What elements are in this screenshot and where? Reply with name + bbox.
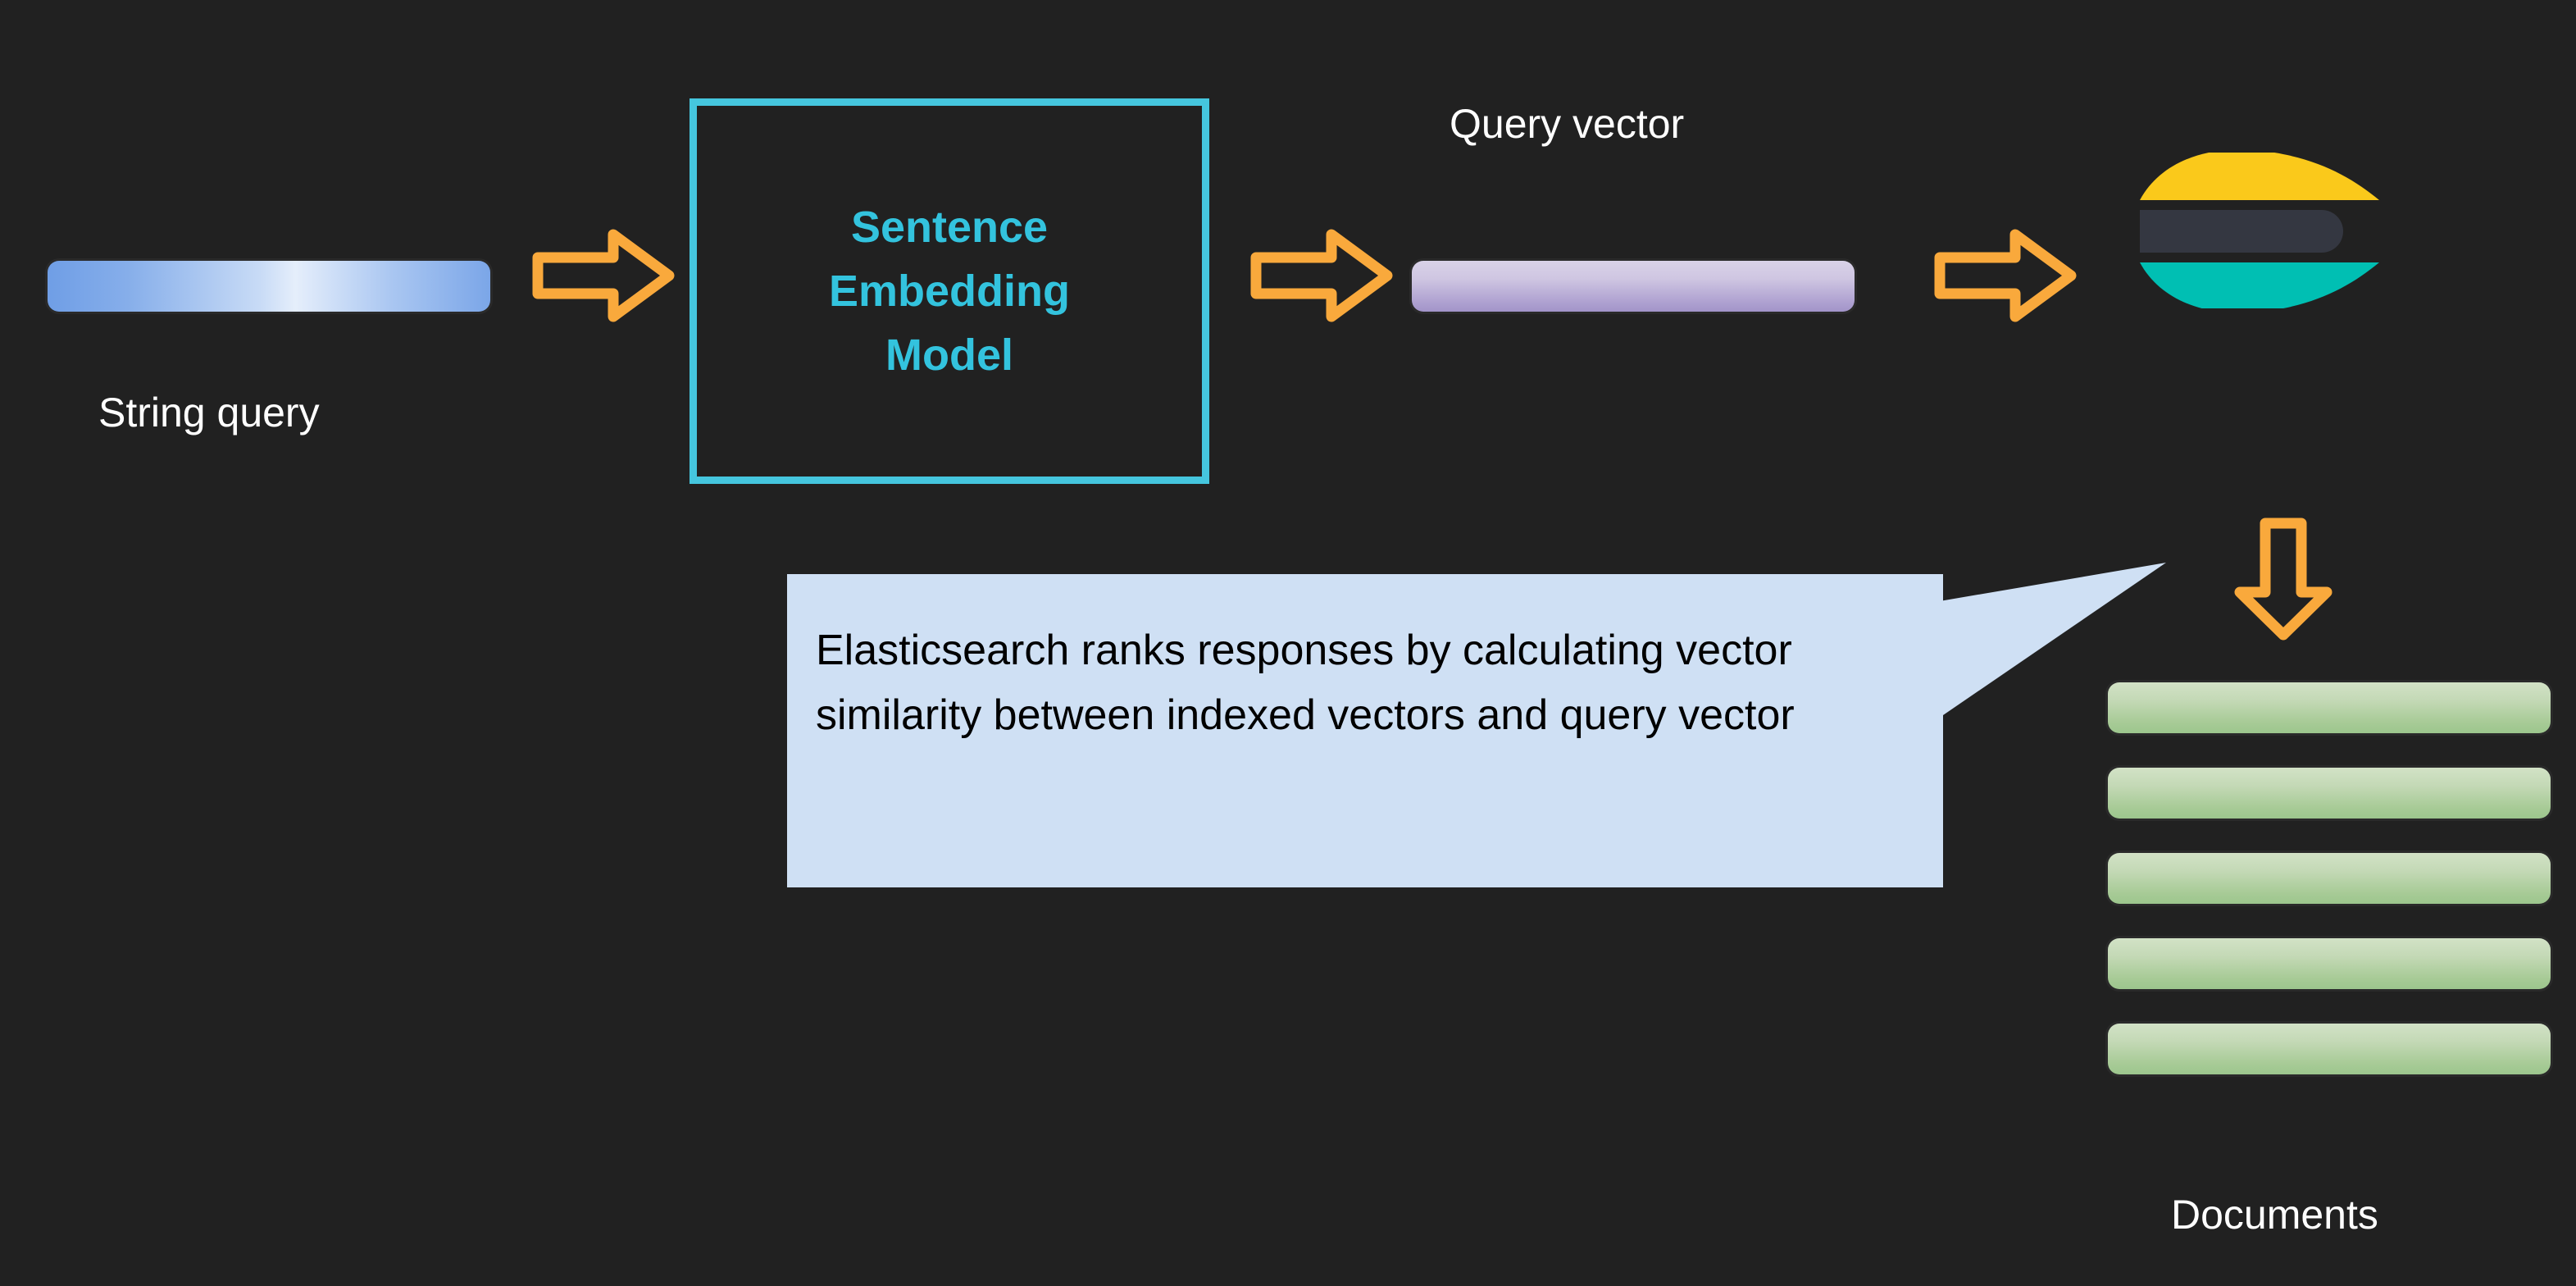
callout-text: Elasticsearch ranks responses by calcula…: [816, 627, 1795, 740]
document-bar: [2108, 768, 2551, 819]
arrow-elasticsearch-to-documents-icon: [2232, 517, 2335, 641]
arrow-model-to-vector-icon: [1249, 226, 1394, 325]
sentence-embedding-model-label: Sentence Embedding Model: [829, 202, 1070, 381]
callout-pointer-tail: [1935, 563, 2181, 759]
elasticsearch-logo-icon: [2140, 149, 2386, 313]
query-vector-bar: [1412, 261, 1855, 312]
documents-label: Documents: [2171, 1192, 2378, 1238]
sentence-embedding-model-box: Sentence Embedding Model: [690, 98, 1209, 484]
document-bar: [2108, 853, 2551, 904]
document-bar: [2108, 1024, 2551, 1074]
callout-box: Elasticsearch ranks responses by calcula…: [787, 574, 1943, 887]
arrow-query-to-model-icon: [531, 226, 676, 325]
string-query-bar: [48, 261, 490, 312]
document-bar: [2108, 938, 2551, 989]
arrow-vector-to-elasticsearch-icon: [1933, 226, 2078, 325]
string-query-label: String query: [98, 390, 320, 436]
document-bar: [2108, 682, 2551, 733]
query-vector-label: Query vector: [1450, 101, 1685, 147]
